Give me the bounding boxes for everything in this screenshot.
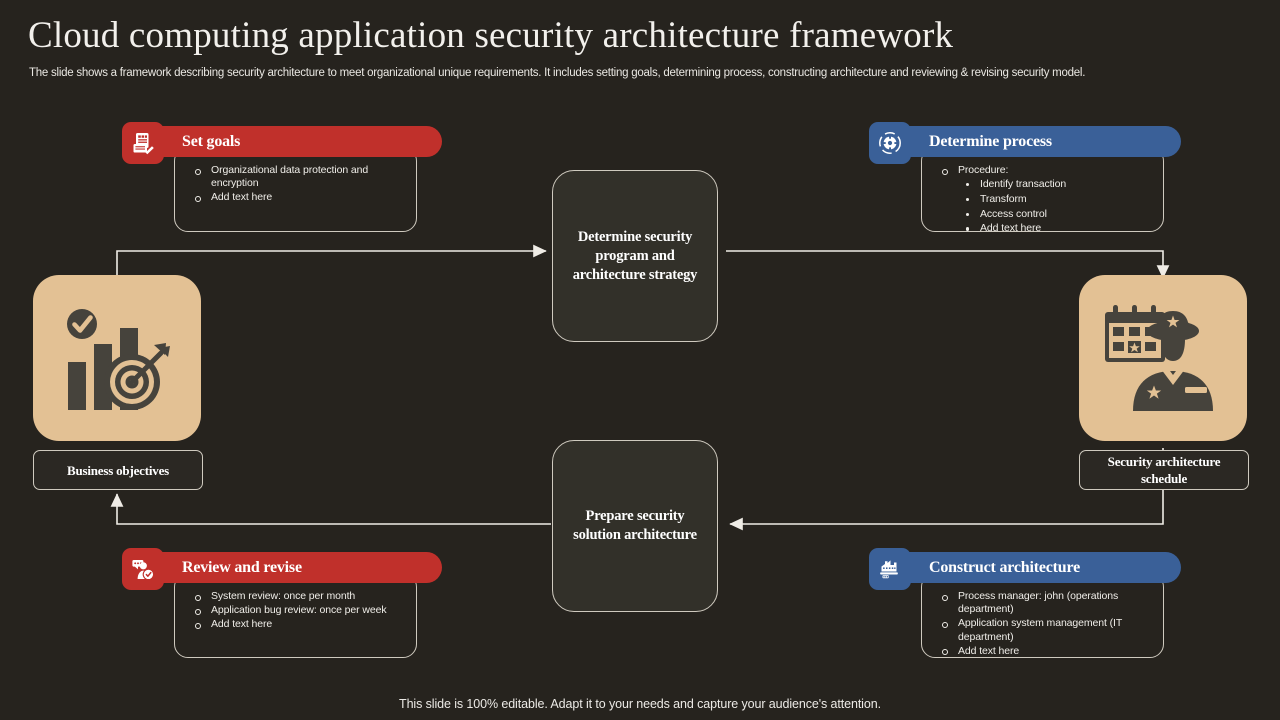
card-determine-process-body: Procedure: Identify transaction Transfor…	[921, 147, 1164, 234]
calendar-security-guard-illustration	[1079, 275, 1247, 441]
card-set-goals-body: Organizational data protection and encry…	[174, 147, 417, 232]
card-determine-process-title: Determine process	[909, 126, 1181, 157]
process-box-determine-security-label: Determine security program and architect…	[572, 228, 698, 283]
footer-note: This slide is 100% editable. Adapt it to…	[399, 697, 881, 711]
list-item-label: Procedure:	[958, 164, 1009, 176]
process-box-determine-security[interactable]: Determine security program and architect…	[552, 170, 718, 342]
sub-list-item: Transform	[958, 193, 1153, 206]
list-item: Process manager: john (operations depart…	[934, 590, 1153, 616]
checklist-document-icon	[122, 122, 164, 164]
list-item: Add text here	[934, 645, 1153, 658]
process-box-prepare-security[interactable]: Prepare security solution architecture	[552, 440, 718, 612]
wire-objectives-to-determine	[116, 244, 547, 282]
list-item: System review: once per month	[187, 590, 406, 603]
wire-determine-to-schedule	[726, 250, 1170, 279]
page-title: Cloud computing application security arc…	[28, 15, 954, 56]
building-construction-icon	[869, 548, 911, 590]
sub-list-item: Identify transaction	[958, 178, 1153, 191]
list-item: Add text here	[187, 191, 406, 204]
card-review-and-revise-title: Review and revise	[162, 552, 442, 583]
list-item: Application system management (IT depart…	[934, 617, 1153, 643]
list-item: Procedure: Identify transaction Transfor…	[934, 164, 1153, 236]
card-review-and-revise-list: System review: once per month Applicatio…	[187, 590, 406, 632]
sub-list: Identify transaction Transform Access co…	[958, 178, 1153, 235]
page-subtitle: The slide shows a framework describing s…	[29, 67, 1086, 79]
user-feedback-icon	[122, 548, 164, 590]
label-security-architecture-schedule[interactable]: Security architecture schedule	[1079, 450, 1249, 490]
list-item: Application bug review: once per week	[187, 604, 406, 617]
label-business-objectives-text: Business objectives	[66, 462, 169, 478]
label-security-architecture-schedule-text: Security architecture schedule	[1107, 454, 1221, 486]
card-determine-process-list: Procedure: Identify transaction Transfor…	[934, 164, 1153, 236]
gear-settings-icon	[869, 122, 911, 164]
card-construct-architecture-list: Process manager: john (operations depart…	[934, 590, 1153, 658]
process-box-prepare-security-label: Prepare security solution architecture	[573, 508, 697, 543]
wire-prepare-to-objectives	[110, 493, 551, 525]
card-construct-architecture-title: Construct architecture	[909, 552, 1181, 583]
bar-chart-target-checkmark-illustration	[33, 275, 201, 441]
card-construct-architecture-body: Process manager: john (operations depart…	[921, 573, 1164, 658]
list-item: Add text here	[187, 618, 406, 631]
card-review-and-revise-body: System review: once per month Applicatio…	[174, 573, 417, 658]
sub-list-item: Add text here	[958, 222, 1153, 235]
card-set-goals-list: Organizational data protection and encry…	[187, 164, 406, 205]
list-item: Organizational data protection and encry…	[187, 164, 406, 190]
sub-list-item: Access control	[958, 208, 1153, 221]
label-business-objectives[interactable]: Business objectives	[33, 450, 203, 490]
card-set-goals-title: Set goals	[162, 126, 442, 157]
